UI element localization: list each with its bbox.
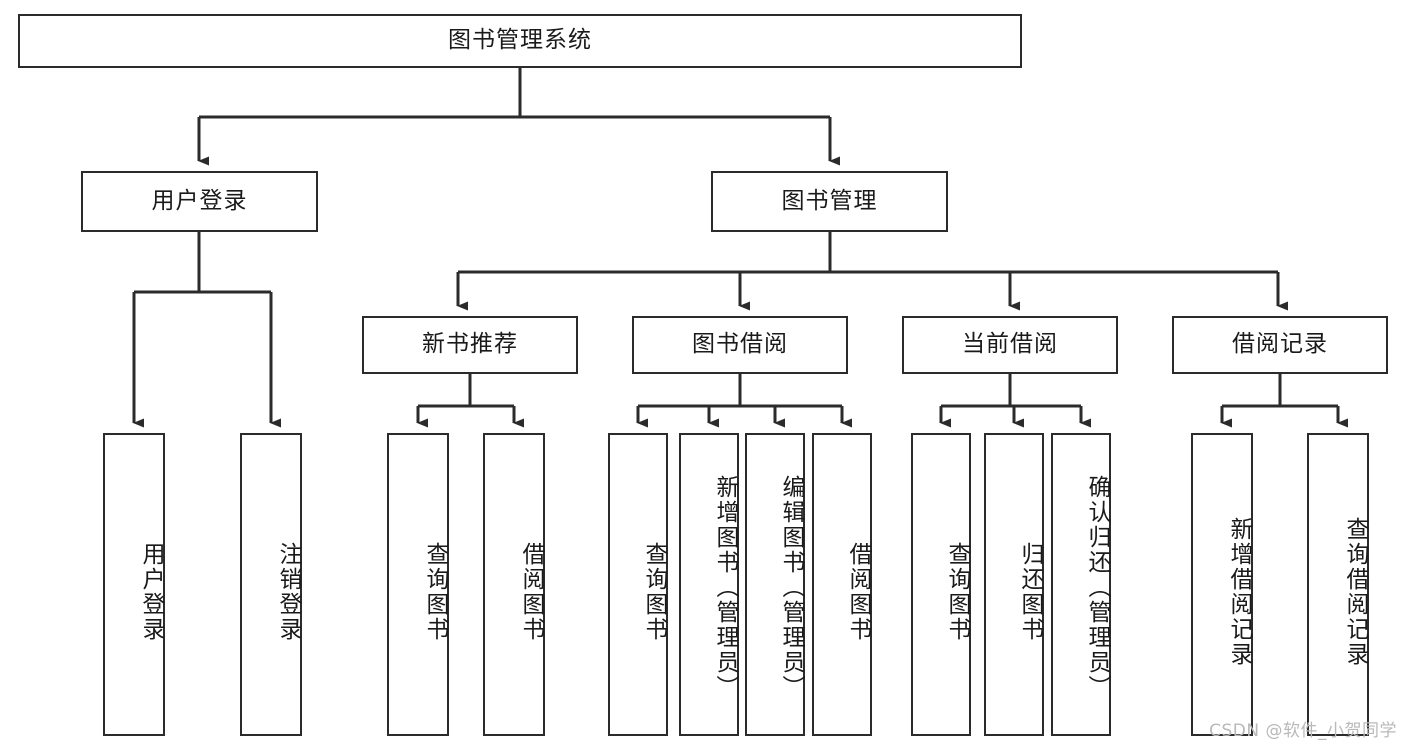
node-user-login-label: 用户登录 [151, 187, 248, 214]
node-leaf-edit-book-admin[interactable]: 编辑图书（管理员） [745, 433, 805, 736]
node-root-label: 图书管理系统 [448, 27, 592, 54]
node-book-borrow[interactable]: 图书借阅 [632, 316, 848, 374]
node-leaf-query-book-recommend-label: 查询图书 [422, 541, 448, 642]
node-new-book-recommend-label: 新书推荐 [422, 331, 518, 358]
node-leaf-user-logout-label: 注销登录 [275, 541, 301, 642]
node-leaf-add-borrow-record[interactable]: 新增借阅记录 [1191, 433, 1253, 736]
node-leaf-borrow-book-recommend-label: 借阅图书 [518, 541, 544, 642]
node-book-management[interactable]: 图书管理 [711, 171, 948, 232]
node-root[interactable]: 图书管理系统 [18, 14, 1022, 68]
node-leaf-query-book-recommend[interactable]: 查询图书 [387, 433, 449, 736]
node-new-book-recommend[interactable]: 新书推荐 [362, 316, 578, 374]
node-leaf-query-borrow-record-label: 查询借阅记录 [1342, 516, 1368, 667]
node-leaf-add-book-admin[interactable]: 新增图书（管理员） [679, 433, 739, 736]
node-leaf-query-book-current[interactable]: 查询图书 [911, 433, 971, 736]
node-leaf-query-borrow-record[interactable]: 查询借阅记录 [1307, 433, 1369, 736]
node-current-borrow[interactable]: 当前借阅 [902, 316, 1118, 374]
node-borrow-records[interactable]: 借阅记录 [1172, 316, 1388, 374]
node-leaf-return-book-label: 归还图书 [1017, 541, 1043, 642]
node-leaf-add-borrow-record-label: 新增借阅记录 [1226, 516, 1252, 667]
node-leaf-user-login-label: 用户登录 [138, 541, 164, 642]
node-leaf-add-book-admin-label: 新增图书（管理员） [712, 475, 738, 700]
csdn-watermark: CSDN @软件_小贺同学 [1209, 721, 1397, 741]
node-current-borrow-label: 当前借阅 [962, 331, 1058, 358]
node-leaf-user-login[interactable]: 用户登录 [103, 433, 165, 736]
node-borrow-records-label: 借阅记录 [1232, 331, 1328, 358]
node-leaf-borrow-book[interactable]: 借阅图书 [812, 433, 872, 736]
node-leaf-user-logout[interactable]: 注销登录 [240, 433, 302, 736]
node-book-borrow-label: 图书借阅 [692, 331, 788, 358]
node-leaf-return-book[interactable]: 归还图书 [984, 433, 1044, 736]
node-leaf-borrow-book-recommend[interactable]: 借阅图书 [483, 433, 545, 736]
node-leaf-edit-book-admin-label: 编辑图书（管理员） [778, 475, 804, 700]
node-book-management-label: 图书管理 [781, 187, 878, 214]
node-user-login[interactable]: 用户登录 [81, 171, 318, 232]
node-leaf-confirm-return-admin[interactable]: 确认归还（管理员） [1051, 433, 1111, 736]
node-leaf-query-book-borrow-label: 查询图书 [641, 541, 667, 642]
node-leaf-borrow-book-label: 借阅图书 [845, 541, 871, 642]
node-leaf-query-book-current-label: 查询图书 [944, 541, 970, 642]
node-leaf-confirm-return-admin-label: 确认归还（管理员） [1084, 475, 1110, 700]
node-leaf-query-book-borrow[interactable]: 查询图书 [608, 433, 668, 736]
